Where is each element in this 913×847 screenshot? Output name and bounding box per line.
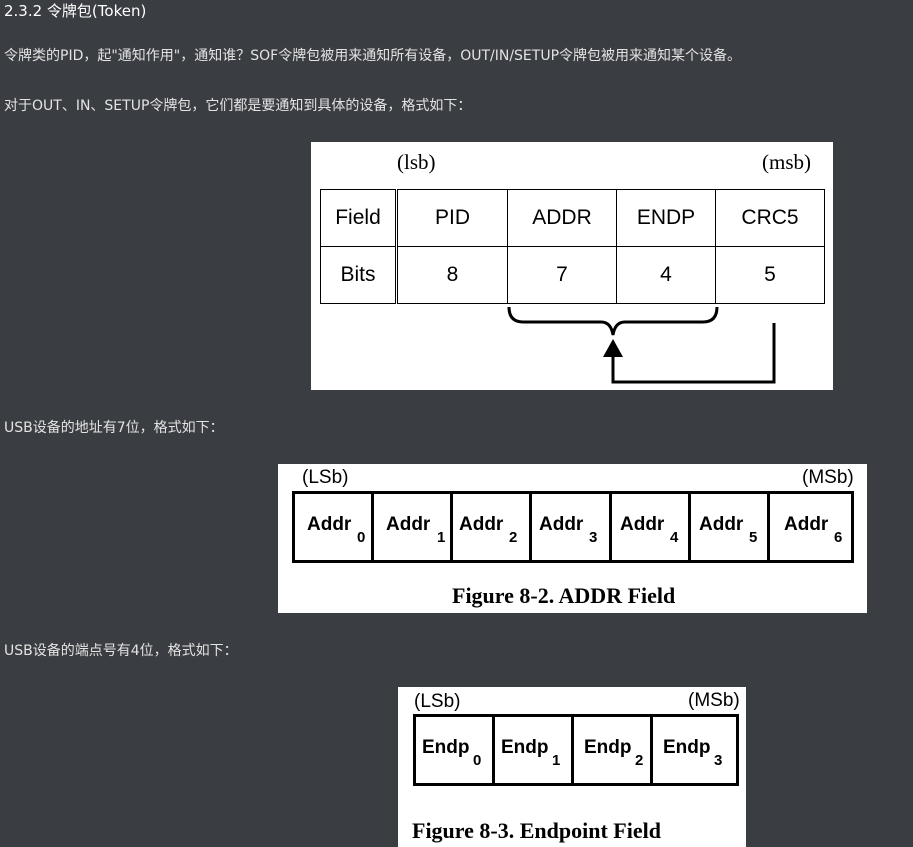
lsb-label: (LSb) — [414, 691, 461, 712]
table-cell: 8 — [396, 246, 508, 304]
msb-label: (MSb) — [802, 467, 854, 488]
paragraph-address-bits: USB设备的地址有7位，格式如下： — [4, 420, 224, 436]
table-cell: 7 — [507, 246, 617, 304]
table-cell: Field — [320, 189, 398, 247]
msb-label: (MSb) — [688, 690, 740, 711]
table-cell: CRC5 — [715, 189, 825, 247]
section-heading: 2.3.2 令牌包(Token) — [4, 2, 147, 20]
lsb-label: (lsb) — [397, 150, 436, 174]
table-cell: Bits — [320, 246, 398, 304]
token-format-figure: (lsb) (msb) Field PID ADDR ENDP CRC5 Bit… — [311, 142, 833, 390]
table-cell: 5 — [715, 246, 825, 304]
table-cell: ADDR — [507, 189, 617, 247]
table-row: Bits 8 7 4 5 — [320, 246, 825, 304]
token-field-table: Field PID ADDR ENDP CRC5 Bits 8 7 4 5 — [320, 189, 825, 304]
figure-caption: Figure 8-2. ADDR Field — [452, 583, 676, 608]
table-row: Field PID ADDR ENDP CRC5 — [320, 189, 825, 247]
paragraph-token-format: 对于OUT、IN、SETUP令牌包，它们都是要通知到具体的设备，格式如下： — [4, 98, 472, 114]
crc-coverage-brace-arrow — [507, 306, 776, 384]
lsb-label: (LSb) — [302, 467, 349, 488]
table-cell: 4 — [616, 246, 716, 304]
paragraph-token-pid: 令牌类的PID，起"通知作用"，通知谁？SOF令牌包被用来通知所有设备，OUT/… — [4, 48, 742, 64]
msb-label: (msb) — [762, 150, 811, 174]
paragraph-endpoint-bits: USB设备的端点号有4位，格式如下： — [4, 643, 238, 659]
figure-caption: Figure 8-3. Endpoint Field — [412, 818, 661, 843]
